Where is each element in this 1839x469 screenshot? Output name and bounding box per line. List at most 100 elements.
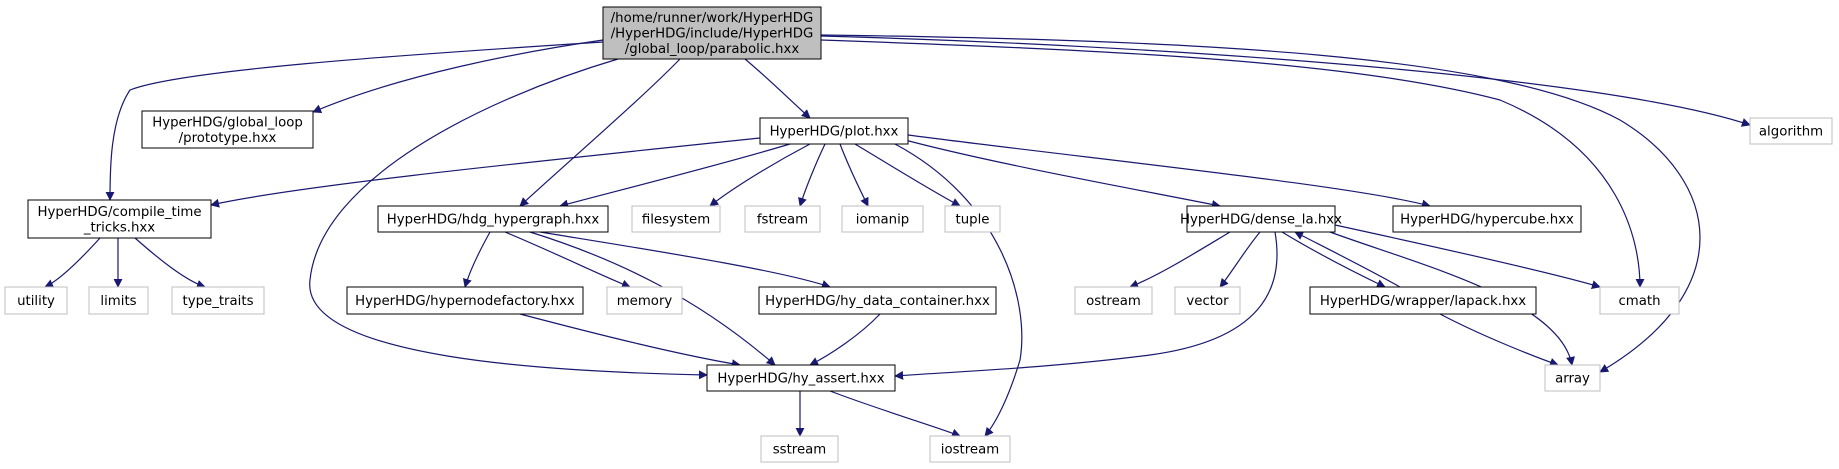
node-box — [631, 205, 721, 233]
edge-parabolic-to-compile — [105, 41, 604, 201]
edges-layer — [44, 34, 1751, 438]
edge-plot-to-iostream — [894, 143, 1023, 437]
node-parabolic[interactable]: /home/runner/work/HyperHDG/HyperHDG/incl… — [602, 6, 822, 60]
node-label: fstream — [757, 213, 808, 228]
node-label: HyperHDG/hy_assert.hxx — [717, 372, 884, 387]
node-box — [171, 286, 265, 315]
node-label: HyperHDG/hypercube.hxx — [1400, 213, 1574, 228]
nodes-layer: /home/runner/work/HyperHDG/HyperHDG/incl… — [4, 6, 1833, 463]
node-box — [841, 205, 924, 233]
node-label: tuple — [956, 213, 990, 228]
node-label: memory — [617, 294, 673, 309]
edge-plot-to-hypercube — [907, 134, 1431, 209]
node-label: /global_loop/parabolic.hxx — [625, 42, 800, 57]
node-label: algorithm — [1759, 125, 1823, 140]
node-array: array — [1544, 364, 1601, 392]
node-box — [346, 286, 584, 315]
node-hypernodefactory[interactable]: HyperHDG/hypernodefactory.hxx — [346, 286, 584, 315]
node-label: HyperHDG/hy_data_container.hxx — [765, 294, 990, 309]
node-box — [760, 435, 839, 463]
node-box — [88, 286, 149, 315]
edge-plot-to-filesystem — [709, 143, 811, 207]
node-box — [141, 110, 314, 149]
node-plot[interactable]: HyperHDG/plot.hxx — [759, 117, 909, 145]
node-dense_la[interactable]: HyperHDG/dense_la.hxx — [1180, 205, 1342, 233]
node-box — [706, 364, 896, 392]
edge-parabolic-to-cmath — [820, 39, 1645, 288]
node-box — [1074, 286, 1153, 315]
node-box — [1749, 117, 1833, 145]
edge-hdg_hypergraph-to-hy_assert — [529, 231, 776, 366]
node-box — [758, 286, 997, 315]
node-box — [27, 199, 212, 239]
edge-parabolic-to-hy_assert — [309, 58, 708, 380]
node-label: sstream — [773, 443, 827, 458]
edge-plot-to-compile — [210, 137, 761, 208]
edge-dense_la-to-cmath — [1334, 224, 1601, 289]
node-box — [1186, 205, 1336, 233]
node-label: iomanip — [856, 213, 910, 228]
edge-lapack-to-array — [1439, 313, 1559, 367]
node-memory: memory — [606, 286, 683, 315]
node-box — [1309, 286, 1537, 315]
node-label: HyperHDG/dense_la.hxx — [1180, 213, 1342, 228]
node-tuple: tuple — [944, 205, 1001, 233]
node-hypercube[interactable]: HyperHDG/hypercube.hxx — [1392, 205, 1582, 233]
node-hy_assert[interactable]: HyperHDG/hy_assert.hxx — [706, 364, 896, 392]
node-type_traits: type_traits — [171, 286, 265, 315]
node-filesystem: filesystem — [631, 205, 721, 233]
node-compile[interactable]: HyperHDG/compile_time_tricks.hxx — [27, 199, 212, 239]
node-lapack[interactable]: HyperHDG/wrapper/lapack.hxx — [1309, 286, 1537, 315]
node-ostream: ostream — [1074, 286, 1153, 315]
edge-hdg_hypergraph-to-hy_data_container — [539, 231, 831, 289]
node-hdg_hypergraph[interactable]: HyperHDG/hdg_hypergraph.hxx — [377, 205, 609, 233]
node-label: /prototype.hxx — [179, 131, 277, 146]
node-box — [1174, 286, 1241, 315]
node-label: HyperHDG/hdg_hypergraph.hxx — [387, 213, 600, 228]
node-label: utility — [17, 294, 55, 309]
edge-compile-to-utility — [44, 237, 101, 288]
node-label: HyperHDG/wrapper/lapack.hxx — [1320, 294, 1526, 309]
edge-compile-to-type_traits — [134, 237, 206, 289]
node-limits: limits — [88, 286, 149, 315]
edge-hdg_hypergraph-to-memory — [504, 231, 631, 289]
node-label: vector — [1186, 294, 1229, 309]
edge-dense_la-to-vector — [1219, 231, 1261, 288]
node-label: array — [1555, 372, 1590, 387]
node-label: HyperHDG/hypernodefactory.hxx — [355, 294, 575, 309]
node-hy_data_container[interactable]: HyperHDG/hy_data_container.hxx — [758, 286, 997, 315]
node-box — [1392, 205, 1582, 233]
node-label: HyperHDG/global_loop — [152, 115, 303, 130]
node-label: limits — [100, 294, 136, 309]
node-label: HyperHDG/compile_time — [37, 205, 201, 220]
node-box — [944, 205, 1001, 233]
node-box — [602, 6, 822, 60]
node-box — [744, 205, 821, 233]
node-label: _tricks.hxx — [83, 220, 155, 235]
node-iostream: iostream — [929, 435, 1011, 463]
node-sstream: sstream — [760, 435, 839, 463]
edge-parabolic-to-hdg_hypergraph — [519, 58, 681, 207]
node-box — [759, 117, 909, 145]
node-box — [606, 286, 683, 315]
edge-parabolic-to-plot — [744, 58, 811, 119]
edge-dense_la-to-ostream — [1129, 231, 1231, 289]
edge-dense_la-to-hy_assert — [894, 231, 1278, 380]
edge-plot-to-tuple — [854, 143, 961, 207]
node-label: filesystem — [642, 213, 710, 228]
edge-plot-to-fstream — [798, 143, 826, 207]
edge-hy_assert-to-iostream — [829, 390, 961, 438]
node-label: iostream — [941, 443, 999, 458]
node-prototype[interactable]: HyperHDG/global_loop/prototype.hxx — [141, 110, 314, 149]
edge-dense_la-to-lapack — [1281, 231, 1386, 288]
edge-plot-to-hdg_hypergraph — [559, 143, 791, 209]
edge-parabolic-to-array — [820, 34, 1701, 373]
edge-plot-to-iomanip — [839, 143, 869, 207]
edge-hypernodefactory-to-hy_assert — [519, 313, 741, 369]
node-box — [929, 435, 1011, 463]
node-fstream: fstream — [744, 205, 821, 233]
node-label: /HyperHDG/include/HyperHDG — [611, 27, 814, 42]
node-label: type_traits — [182, 294, 253, 309]
node-box — [1544, 364, 1601, 392]
edge-hdg_hypergraph-to-hypernodefactory — [462, 231, 491, 288]
